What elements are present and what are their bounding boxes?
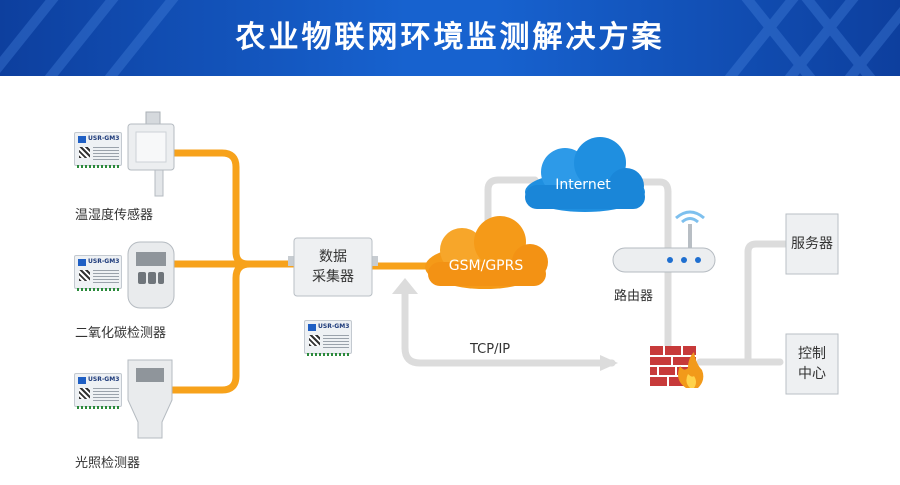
internet-label: Internet xyxy=(555,177,611,193)
server-label: 服务器 xyxy=(791,236,833,252)
sensor3-label: 光照检测器 xyxy=(75,456,141,471)
module-logo-icon xyxy=(308,324,316,331)
qr-code-icon xyxy=(79,270,90,281)
server-box xyxy=(785,213,839,275)
qr-code-icon xyxy=(79,147,90,158)
sensor3-module: USR-GM3 xyxy=(74,373,122,409)
module-text: USR-GM3 xyxy=(318,323,350,330)
qr-code-icon xyxy=(309,335,320,346)
protocol-label: TCP/IP xyxy=(470,342,511,357)
collector-label-line2: 采集器 xyxy=(312,269,354,285)
sensor1-label: 温湿度传感器 xyxy=(75,208,154,223)
title-banner: 农业物联网环境监测解决方案 xyxy=(0,0,900,76)
sensor3-link xyxy=(172,260,251,394)
co2-sensor-icon xyxy=(127,241,175,309)
sensor1-module: USR-GM3 xyxy=(74,132,122,168)
banner-decoration xyxy=(0,0,900,76)
module-logo-icon xyxy=(78,377,86,384)
router-icon xyxy=(612,210,716,273)
module-logo-icon xyxy=(78,259,86,266)
collector-label: 数据 采集器 xyxy=(294,247,372,287)
sensor2-label: 二氧化碳检测器 xyxy=(75,326,167,341)
collector-label-line1: 数据 xyxy=(319,249,347,265)
data-collector-icon xyxy=(288,237,378,297)
module-logo-icon xyxy=(78,136,86,143)
light-sensor-icon xyxy=(127,359,173,439)
internet-cloud-icon xyxy=(525,137,645,212)
tcpip-right-arrow xyxy=(600,355,618,371)
control-center-label-line1: 控制 xyxy=(798,346,826,362)
tcpip-return-link xyxy=(401,286,616,367)
control-center-box xyxy=(785,333,839,395)
temp-humidity-sensor-icon xyxy=(127,111,175,197)
tcpip-up-arrow xyxy=(392,278,418,294)
module-text: USR-GM3 xyxy=(88,376,120,383)
sensor1-link xyxy=(172,149,298,268)
gsm-cloud-icon xyxy=(425,216,548,289)
module-text: USR-GM3 xyxy=(88,135,120,142)
sensor2-module: USR-GM3 xyxy=(74,255,122,291)
router-label: 路由器 xyxy=(614,289,654,304)
internet-firewall-link xyxy=(616,178,672,349)
collector-module: USR-GM3 xyxy=(304,320,352,356)
firewall-server-link xyxy=(744,240,789,366)
module-text: USR-GM3 xyxy=(88,258,120,265)
firewall-icon xyxy=(650,346,704,388)
page-title: 农业物联网环境监测解决方案 xyxy=(235,20,665,55)
control-center-label-line2: 中心 xyxy=(798,366,826,382)
gsm-label: GSM/GPRS xyxy=(448,258,524,274)
gsm-internet-link xyxy=(484,176,539,244)
control-center-label: 控制 中心 xyxy=(786,344,838,384)
qr-code-icon xyxy=(79,388,90,399)
